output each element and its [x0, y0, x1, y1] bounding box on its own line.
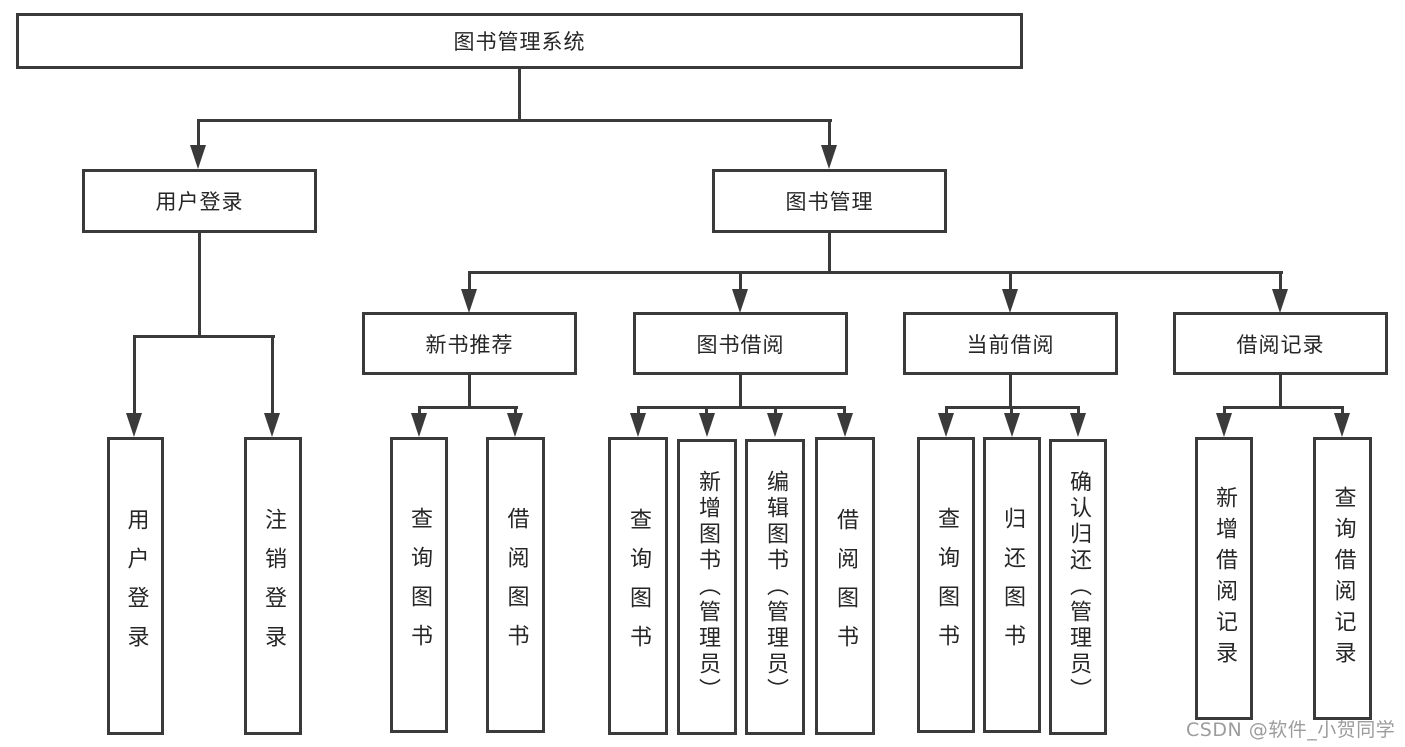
arrow-bb-add — [699, 413, 715, 437]
connector-drop-bb-add — [705, 406, 708, 417]
connector-drop-cb-return — [1010, 406, 1013, 417]
node-book-management: 图书管理 — [712, 169, 947, 233]
connector-drop-nb-borrow — [514, 406, 517, 417]
arrow-nb-borrow — [507, 413, 523, 437]
node-current-borrow-label: 当前借阅 — [966, 332, 1055, 357]
node-borrow-records: 借阅记录 — [1173, 312, 1388, 375]
connector-drop-bb-edit — [774, 406, 777, 417]
node-user-login: 用户登录 — [82, 169, 317, 233]
connector-user-login-hline — [133, 335, 275, 338]
connector-drop-leaf-logout — [271, 335, 274, 417]
arrow-rec-add — [1216, 413, 1232, 437]
connector-drop-book-mgmt — [828, 119, 831, 149]
leaf-current-query-label: 查询图书 — [934, 507, 959, 663]
leaf-records-query-label: 查询借阅记录 — [1330, 485, 1356, 672]
csdn-watermark-text: CSDN @软件_小贺同学 — [1186, 719, 1396, 741]
arrow-book-mgmt — [821, 145, 837, 169]
arrow-leaf-login — [126, 413, 142, 437]
leaf-records-add-label: 新增借阅记录 — [1212, 485, 1237, 672]
connector-drop-borrow-records — [1279, 271, 1282, 292]
leaf-records-add: 新增借阅记录 — [1195, 437, 1253, 720]
leaf-borrow-edit-book: 编辑图书（管理员） — [745, 439, 805, 735]
leaf-newbook-borrow-label: 借阅图书 — [503, 507, 529, 663]
arrow-current-borrow — [1002, 289, 1018, 313]
connector-drop-rec-query — [1341, 406, 1344, 417]
connector-drop-new-book — [468, 271, 471, 292]
node-library-system-label: 图书管理系统 — [453, 30, 586, 54]
connector-drop-nb-query — [418, 406, 421, 417]
connector-records-hline — [1223, 406, 1344, 409]
leaf-borrow-borrow-book-label: 借阅图书 — [833, 508, 858, 664]
leaf-user-login: 用户登录 — [107, 437, 164, 735]
connector-borrow-stub — [739, 375, 742, 408]
connector-drop-book-borrow — [739, 271, 742, 292]
csdn-watermark: CSDN @软件_小贺同学 — [1186, 715, 1395, 742]
connector-drop-cb-query — [945, 406, 948, 417]
leaf-borrow-borrow-book: 借阅图书 — [815, 437, 875, 735]
leaf-newbook-borrow: 借阅图书 — [486, 437, 545, 733]
leaf-newbook-query-label: 查询图书 — [407, 507, 432, 663]
leaf-borrow-query: 查询图书 — [608, 437, 668, 735]
arrow-bb-query — [630, 413, 646, 437]
arrow-nb-query — [411, 413, 427, 437]
connector-drop-bb-borrow — [843, 406, 846, 417]
connector-current-stub — [1009, 375, 1012, 408]
connector-drop-user-login — [197, 119, 200, 149]
leaf-current-query: 查询图书 — [917, 437, 975, 733]
leaf-newbook-query: 查询图书 — [390, 437, 448, 733]
leaf-current-confirm-return-label: 确认归还（管理员） — [1066, 470, 1091, 704]
node-library-system: 图书管理系统 — [16, 13, 1023, 69]
arrow-bb-edit — [767, 413, 783, 437]
leaf-borrow-add-book: 新增图书（管理员） — [677, 439, 737, 735]
node-book-borrow: 图书借阅 — [633, 312, 848, 375]
arrow-rec-query — [1334, 413, 1350, 437]
connector-newbook-hline — [418, 406, 518, 409]
node-book-borrow-label: 图书借阅 — [696, 332, 785, 357]
connector-root-hline — [197, 119, 832, 122]
connector-records-stub — [1279, 375, 1282, 408]
node-new-book-recommend: 新书推荐 — [362, 312, 577, 375]
connector-root-stub — [518, 69, 521, 121]
arrow-leaf-logout — [264, 413, 280, 437]
connector-drop-rec-add — [1223, 406, 1226, 417]
node-user-login-label: 用户登录 — [155, 190, 244, 214]
arrow-cb-return — [1004, 413, 1020, 437]
leaf-borrow-query-label: 查询图书 — [626, 508, 651, 664]
connector-newbook-stub — [468, 375, 471, 408]
connector-borrow-hline — [637, 406, 846, 409]
connector-drop-bb-query — [637, 406, 640, 417]
leaf-user-login-label: 用户登录 — [123, 508, 149, 664]
leaf-records-query: 查询借阅记录 — [1313, 437, 1372, 720]
arrow-bb-borrow — [837, 413, 853, 437]
connector-drop-cb-confirm — [1077, 406, 1080, 417]
connector-book-mgmt-hline — [468, 271, 1283, 274]
node-new-book-recommend-label: 新书推荐 — [425, 332, 514, 357]
connector-book-mgmt-stub — [828, 233, 831, 273]
connector-user-login-stub — [198, 233, 201, 338]
leaf-current-return-label: 归还图书 — [1000, 507, 1025, 663]
leaf-borrow-edit-book-label: 编辑图书（管理员） — [763, 470, 788, 704]
leaf-current-confirm-return: 确认归还（管理员） — [1049, 439, 1107, 735]
arrow-cb-confirm — [1070, 413, 1086, 437]
arrow-cb-query — [938, 413, 954, 437]
node-borrow-records-label: 借阅记录 — [1236, 332, 1325, 357]
arrow-borrow-records — [1272, 289, 1288, 313]
leaf-current-return: 归还图书 — [983, 437, 1041, 733]
node-book-management-label: 图书管理 — [785, 190, 874, 214]
connector-drop-leaf-login — [133, 335, 136, 417]
leaf-borrow-add-book-label: 新增图书（管理员） — [695, 470, 720, 704]
arrow-user-login — [190, 145, 206, 169]
leaf-logout-label: 注销登录 — [261, 508, 286, 664]
arrow-book-borrow — [732, 289, 748, 313]
connector-drop-current-borrow — [1009, 271, 1012, 292]
node-current-borrow: 当前借阅 — [903, 312, 1118, 375]
leaf-logout: 注销登录 — [244, 437, 302, 735]
arrow-new-book — [461, 289, 477, 313]
